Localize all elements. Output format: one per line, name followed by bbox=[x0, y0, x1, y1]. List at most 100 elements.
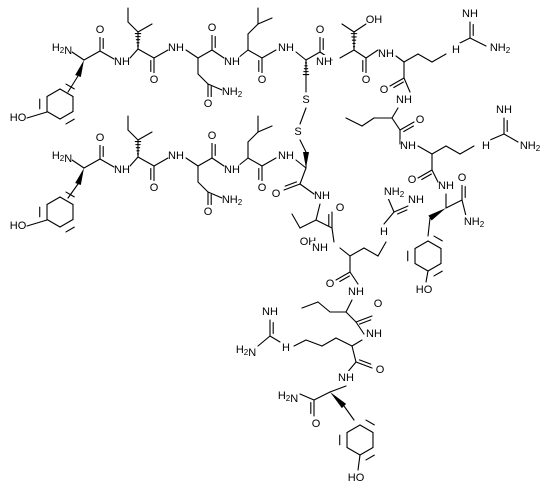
bond bbox=[59, 196, 74, 206]
bond bbox=[99, 50, 115, 60]
svg-text:NH2: NH2 bbox=[222, 86, 243, 99]
bond bbox=[417, 53, 433, 63]
bond bbox=[359, 424, 374, 434]
imine-nh-label: NH bbox=[496, 103, 512, 117]
amine-h-label: H bbox=[481, 139, 491, 153]
hydroxyl-label: HO bbox=[10, 111, 27, 125]
bond bbox=[335, 337, 353, 347]
bond bbox=[127, 129, 139, 141]
amide-nh-label: NH bbox=[114, 163, 130, 177]
bond bbox=[153, 157, 169, 167]
svg-text:O: O bbox=[258, 74, 267, 86]
bond bbox=[293, 339, 307, 347]
bond bbox=[59, 88, 74, 98]
bond bbox=[59, 218, 74, 228]
bond bbox=[403, 53, 419, 63]
svg-text:NH2: NH2 bbox=[384, 186, 405, 199]
bond bbox=[299, 167, 307, 185]
carbonyl-oxygen-label: O bbox=[203, 97, 213, 111]
svg-text:O: O bbox=[316, 24, 325, 36]
amine-h-label: H bbox=[281, 341, 291, 355]
bond bbox=[431, 145, 447, 155]
bond bbox=[71, 51, 85, 61]
bond bbox=[26, 111, 48, 119]
bond bbox=[421, 173, 432, 181]
bond bbox=[399, 121, 415, 131]
bond bbox=[211, 157, 225, 167]
bond bbox=[331, 227, 335, 243]
svg-text:HO: HO bbox=[10, 220, 27, 232]
svg-text:NH: NH bbox=[168, 150, 184, 162]
bond bbox=[335, 271, 351, 281]
carbonyl-oxygen-label: O bbox=[375, 363, 385, 377]
bond bbox=[358, 319, 372, 325]
svg-text:H: H bbox=[380, 226, 388, 238]
bond bbox=[299, 183, 315, 195]
carbonyl-oxygen-label: O bbox=[271, 187, 281, 201]
bond bbox=[403, 77, 411, 93]
svg-text:O: O bbox=[416, 114, 425, 126]
imine-nh-label: NH bbox=[462, 7, 478, 21]
carbonyl-oxygen-label: O bbox=[95, 131, 105, 145]
amide-nh-label: NH bbox=[366, 327, 382, 341]
svg-text:NH: NH bbox=[496, 104, 512, 116]
bond bbox=[355, 361, 373, 369]
carbonyl-oxygen-label: O bbox=[379, 83, 389, 97]
hydroxyl-label: HO bbox=[10, 219, 27, 233]
bond bbox=[339, 275, 350, 283]
bond bbox=[127, 21, 139, 33]
bond bbox=[351, 345, 357, 363]
bond bbox=[211, 49, 225, 59]
svg-text:OH: OH bbox=[366, 14, 383, 26]
sulfur-label: S bbox=[301, 93, 311, 107]
bond bbox=[343, 405, 355, 421]
bond bbox=[427, 240, 442, 250]
svg-text:H: H bbox=[482, 140, 490, 152]
amide-nh-label: NH bbox=[348, 285, 364, 299]
svg-text:O: O bbox=[208, 130, 217, 142]
amide-nh-label: NH bbox=[338, 371, 354, 385]
svg-text:NH: NH bbox=[114, 164, 130, 176]
bond bbox=[431, 53, 447, 63]
bond bbox=[445, 145, 461, 155]
amide-nh-label: NH bbox=[438, 179, 454, 193]
bond bbox=[65, 226, 75, 233]
bond bbox=[417, 145, 433, 155]
amide-nh-label: NH bbox=[114, 55, 130, 69]
guanidine-nh2-label: H2N bbox=[236, 343, 256, 359]
nh2-label: H2N bbox=[52, 41, 72, 57]
amide-nh2-label: NH2 bbox=[222, 85, 243, 99]
svg-text:O: O bbox=[272, 188, 281, 200]
bond bbox=[299, 393, 315, 401]
bond bbox=[137, 131, 153, 141]
svg-text:O: O bbox=[150, 74, 159, 86]
svg-text:NH: NH bbox=[400, 140, 416, 152]
bond bbox=[83, 50, 101, 61]
bond bbox=[46, 196, 61, 206]
bond bbox=[403, 125, 414, 133]
carbonyl-oxygen-label: O bbox=[373, 297, 383, 311]
bond bbox=[313, 391, 331, 401]
imine-nh-label: NH bbox=[262, 305, 278, 319]
bond bbox=[445, 199, 463, 209]
bond bbox=[247, 23, 259, 35]
bond bbox=[247, 49, 263, 59]
bond bbox=[417, 169, 433, 179]
bond bbox=[299, 219, 317, 229]
svg-text:NH: NH bbox=[278, 150, 294, 162]
bond bbox=[284, 181, 298, 187]
bond bbox=[305, 51, 321, 61]
stereo-wedge-bond bbox=[428, 208, 446, 221]
amide-nh-label: NH bbox=[396, 93, 412, 107]
bond bbox=[339, 49, 355, 59]
stereo-wedge-bond bbox=[303, 152, 309, 168]
bond bbox=[197, 49, 213, 59]
bond bbox=[389, 77, 405, 87]
carbonyl-oxygen-label: O bbox=[257, 73, 267, 87]
bond bbox=[197, 157, 213, 167]
nh2-label: H2N bbox=[52, 149, 72, 165]
amine-h-label: H bbox=[379, 225, 389, 239]
bond bbox=[207, 191, 223, 199]
svg-text:NH: NH bbox=[168, 42, 184, 54]
bond bbox=[391, 117, 401, 131]
